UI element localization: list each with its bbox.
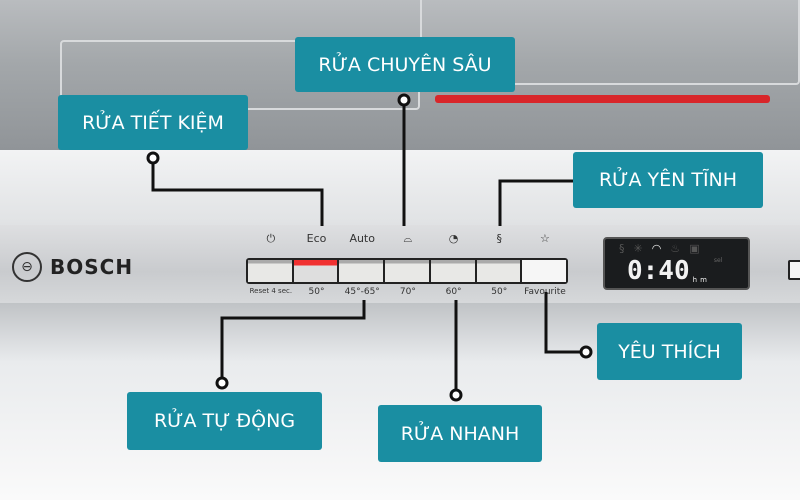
intensive-pot-icon: ⌓ xyxy=(403,232,413,245)
bosch-logo-icon: ⊖ xyxy=(12,252,42,282)
star-icon: ☆ xyxy=(540,232,550,245)
reset-label: Reset 4 sec. xyxy=(249,287,293,295)
eco-label: Eco xyxy=(306,232,327,245)
auto-leader-line xyxy=(220,300,366,383)
program-icons: ⏻ Eco Auto ⌓ ◔ § ☆ xyxy=(248,232,568,246)
hours-unit: h xyxy=(692,276,698,284)
callout-quick: RỬA NHANH xyxy=(378,405,542,462)
wifi-icon: ◠ xyxy=(651,242,671,255)
sel-indicator: sel xyxy=(713,257,723,264)
callout-intensive: RỬA CHUYÊN SÂU xyxy=(295,37,515,92)
favourite-button[interactable] xyxy=(522,260,567,282)
silence-leader-line xyxy=(498,179,592,226)
power-icon[interactable]: ⏻ xyxy=(266,232,276,245)
quick-wash-icon: ◔ xyxy=(448,232,459,245)
favourite-dot xyxy=(579,345,593,359)
program-keys xyxy=(246,258,568,284)
time-display: §✳◠♨▣ 0:40 h m sel xyxy=(603,237,750,290)
eco-leader-line xyxy=(151,158,324,226)
temp-label: 70° xyxy=(399,287,416,297)
silence-button[interactable] xyxy=(476,260,523,282)
auto-dot xyxy=(215,376,229,390)
eco-button[interactable] xyxy=(293,260,340,282)
favourite-leader-line xyxy=(544,292,586,354)
quick-dot xyxy=(449,388,463,402)
temp-label: 45°-65° xyxy=(344,287,380,297)
callout-eco: RỬA TIẾT KIỆM xyxy=(58,95,248,150)
temp-label: 50° xyxy=(308,287,325,297)
rack-red-strip xyxy=(435,95,770,103)
callout-favourite: YÊU THÍCH xyxy=(597,323,742,380)
brand-name: BOSCH xyxy=(50,255,134,279)
callout-silence: RỬA YÊN TĨNH xyxy=(573,152,763,208)
auto-label: Auto xyxy=(349,232,375,245)
display-status-icons: §✳◠♨▣ xyxy=(619,242,709,255)
time-row: 0:40 h m sel xyxy=(627,257,722,285)
temp-label: 50° xyxy=(491,287,508,297)
power-button[interactable] xyxy=(248,260,294,282)
quick-button[interactable] xyxy=(430,260,477,282)
silence-icon: § xyxy=(496,232,503,245)
side-button[interactable] xyxy=(788,260,800,280)
time-readout: 0:40 xyxy=(627,256,690,286)
temp-label: 60° xyxy=(445,287,462,297)
intensive-button[interactable] xyxy=(385,260,431,282)
auto-button[interactable] xyxy=(339,260,386,282)
callout-auto: RỬA TỰ ĐỘNG xyxy=(127,392,322,450)
brand: ⊖ BOSCH xyxy=(12,252,133,282)
intensive-dot xyxy=(397,93,411,107)
minutes-unit: m xyxy=(700,276,707,284)
eco-dot xyxy=(146,151,160,165)
